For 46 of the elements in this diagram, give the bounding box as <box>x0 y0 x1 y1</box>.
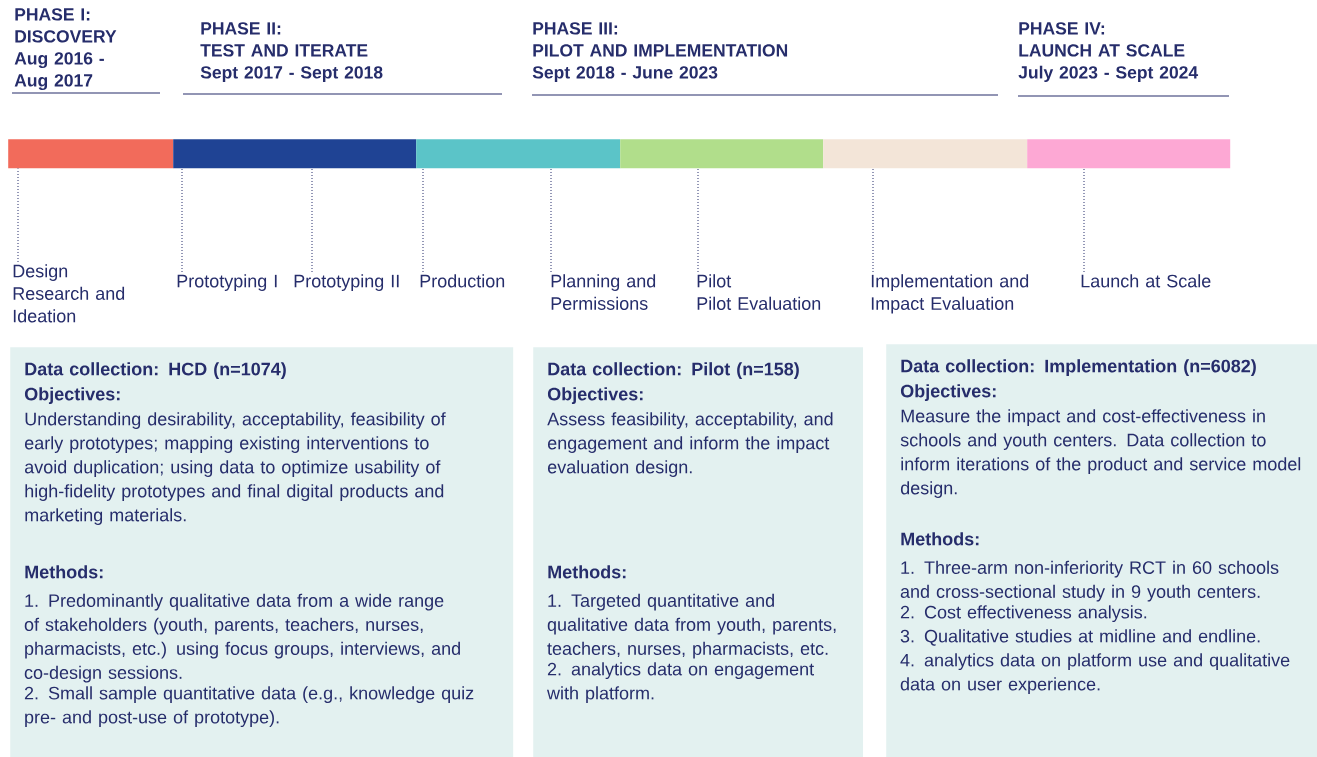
method-item: 4. analytics data on platform use and qualitative data on user experience. <box>900 653 1290 695</box>
section-heading: Methods: <box>25 565 103 579</box>
leader-line <box>1083 167 1085 273</box>
timeline-segment <box>823 139 1028 169</box>
leader-line <box>550 167 552 273</box>
leader-line <box>17 167 19 263</box>
method-item: 2. analytics data on engagement with platform. <box>547 662 814 704</box>
phase-heading: PHASE II: TEST AND ITERATE Sept 2017 - Sept 2018 <box>200 22 383 83</box>
leader-line <box>311 167 313 273</box>
method-item: 2. Small sample quantitative data (e.g., knowledge quiz pre- and post-use of prototype). <box>24 686 474 728</box>
method-item: 3. Qualitative studies at midline and endline. <box>900 629 1260 646</box>
leader-line <box>697 167 699 273</box>
milestone-label: Launch at Scale <box>1081 274 1211 288</box>
timeline-segment <box>8 139 174 169</box>
section-heading: Methods: <box>901 532 979 546</box>
method-item: 2. Cost effectiveness analysis. <box>900 605 1147 623</box>
milestone-label: Prototyping II <box>294 274 399 291</box>
panel-heading: Data collection: Pilot (n=158) <box>548 362 799 379</box>
timeline-segment <box>173 139 417 169</box>
timeline-segment <box>620 139 824 169</box>
milestone-label: Production <box>420 274 505 288</box>
objectives-text: Understanding desirability, acceptability, feasibility of early prototypes; mapping existing interventions to avoid duplication; using data to optimize usability of high-fidelity prototypes and final digital products and marketing materials. <box>25 412 446 525</box>
objectives-text: Measure the impact and cost-effectiveness in schools and youth centers. Data collection to inform iterations of the product and service model design. <box>900 409 1301 498</box>
milestone-label: Design Research and Ideation <box>13 264 125 323</box>
leader-line <box>181 167 183 273</box>
phase-heading: PHASE IV: LAUNCH AT SCALE July 2023 - Sept 2024 <box>1018 22 1199 83</box>
objectives-text: Assess feasibility, acceptability, and engagement and inform the impact evaluation design. <box>547 412 833 477</box>
milestone-label: Planning and Permissions <box>551 274 656 310</box>
leader-line <box>872 167 874 273</box>
milestone-label: Pilot Pilot Evaluation <box>697 274 821 310</box>
section-heading: Objectives: <box>24 387 120 404</box>
method-item: 1. Targeted quantitative and qualitative data from youth, parents, teachers, nurses, pharmacists, etc. <box>547 593 836 659</box>
phase-heading: PHASE I: DISCOVERY Aug 2016 - Aug 2017 <box>14 8 117 91</box>
method-item: 1. Predominantly qualitative data from a wide range of stakeholders (youth, parents, teachers, nurses, pharmacists, etc.) using focus groups, interviews, and co-design sessions. <box>24 593 460 683</box>
section-heading: Objectives: <box>900 384 996 401</box>
milestone-label: Prototyping I <box>177 274 277 291</box>
timeline-segment <box>1027 139 1231 169</box>
section-heading: Objectives: <box>547 387 643 404</box>
panel-heading: Data collection: HCD (n=1074) <box>25 362 286 379</box>
method-item: 1. Three-arm non-inferiority RCT in 60 schools and cross-sectional study in 9 youth centers. <box>900 560 1279 602</box>
timeline-segment <box>416 139 621 169</box>
milestone-label: Implementation and Impact Evaluation <box>871 274 1029 314</box>
leader-line <box>422 167 424 273</box>
panel-heading: Data collection: Implementation (n=6082) <box>901 359 1256 376</box>
phase-heading: PHASE III: PILOT AND IMPLEMENTATION Sept 2018 - June 2023 <box>532 22 788 83</box>
section-heading: Methods: <box>548 565 626 579</box>
